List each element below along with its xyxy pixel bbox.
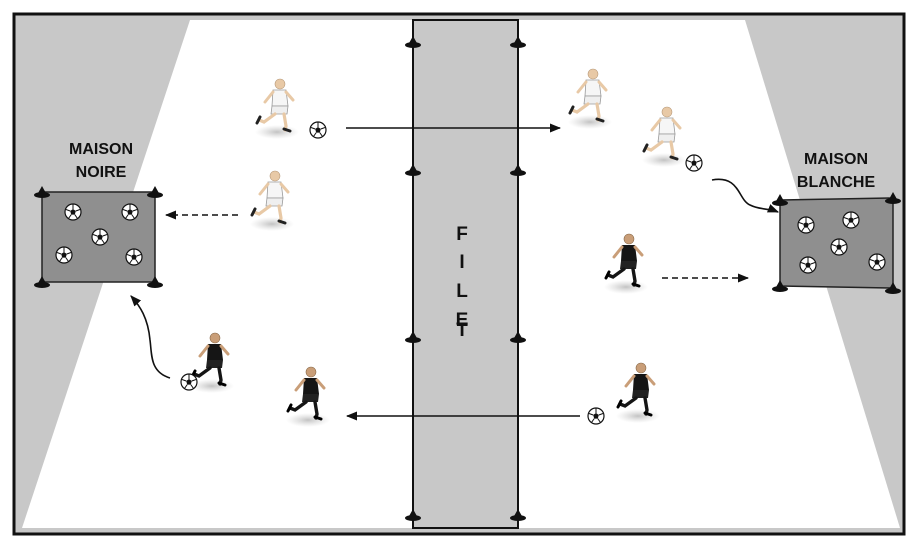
soccer-ball-icon <box>685 154 703 172</box>
soccer-ball-icon <box>91 228 109 246</box>
house-label-line2: BLANCHE <box>797 174 876 191</box>
net-letter: L <box>456 281 468 302</box>
soccer-ball-icon <box>55 246 73 264</box>
soccer-ball-icon <box>799 256 817 274</box>
arrow-icon <box>711 178 780 213</box>
net-letter: T <box>456 320 468 341</box>
house-label-line1: MAISON <box>804 151 868 168</box>
house-blanche: MAISON BLANCHE <box>772 151 901 294</box>
arrow-icon <box>130 295 171 379</box>
soccer-ball-icon <box>180 373 198 391</box>
net-letter: E <box>456 310 469 331</box>
soccer-ball-icon <box>830 238 848 256</box>
house-noire: MAISON NOIRE <box>34 141 163 288</box>
soccer-ball-icon <box>868 253 886 271</box>
soccer-ball-icon <box>64 203 82 221</box>
house-label-line1: MAISON <box>69 141 133 158</box>
net-letter: I <box>459 252 464 273</box>
soccer-ball-icon <box>125 248 143 266</box>
soccer-ball-icon <box>587 407 605 425</box>
soccer-ball-icon <box>309 121 327 139</box>
house-label-line2: NOIRE <box>76 164 127 181</box>
net-letter: F <box>456 224 468 245</box>
net-zone <box>412 19 519 529</box>
soccer-ball-icon <box>797 216 815 234</box>
soccer-ball-icon <box>842 211 860 229</box>
net-label: F I L E T <box>456 224 469 341</box>
soccer-ball-icon <box>121 203 139 221</box>
arrows <box>130 123 780 421</box>
